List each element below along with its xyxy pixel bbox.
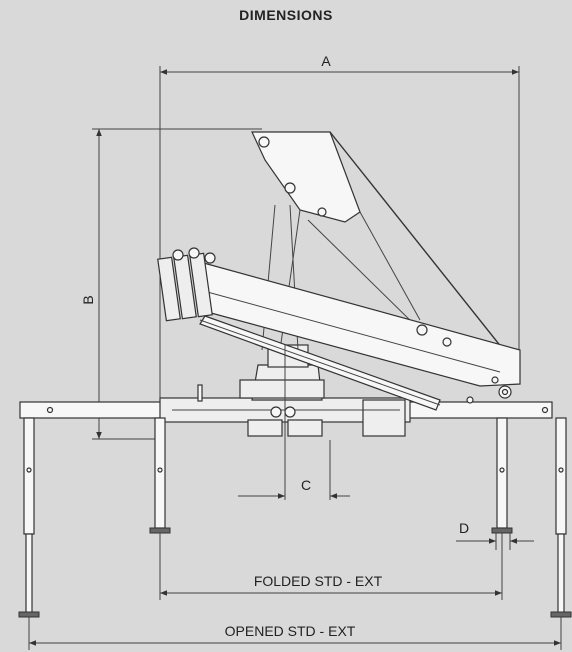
dimension-c-label: C	[301, 477, 311, 493]
dimension-b-label: B	[80, 295, 96, 304]
page-title: DIMENSIONS	[239, 7, 333, 23]
dimension-b: B	[80, 128, 262, 440]
dimension-opened: OPENED STD - EXT	[28, 617, 562, 650]
dimension-d: D	[456, 520, 534, 550]
outrigger-beam	[19, 397, 553, 437]
dimension-folded-label: FOLDED STD - EXT	[254, 573, 383, 589]
inner-right-leg	[491, 417, 513, 534]
dimension-d-label: D	[459, 520, 469, 536]
outer-right-leg	[550, 417, 572, 618]
lift-cylinder	[307, 131, 519, 369]
post	[197, 384, 203, 402]
extension-cylinders	[157, 247, 216, 322]
outer-left-leg	[18, 417, 40, 618]
dimension-a: A	[159, 53, 520, 440]
outer-boom	[199, 261, 521, 411]
inner-left-leg	[149, 417, 171, 534]
dimension-c: C	[238, 345, 350, 500]
dimension-folded: FOLDED STD - EXT	[159, 533, 503, 600]
crane-column	[239, 344, 325, 437]
dimension-opened-label: OPENED STD - EXT	[225, 623, 356, 639]
dimension-a-label: A	[321, 53, 331, 69]
